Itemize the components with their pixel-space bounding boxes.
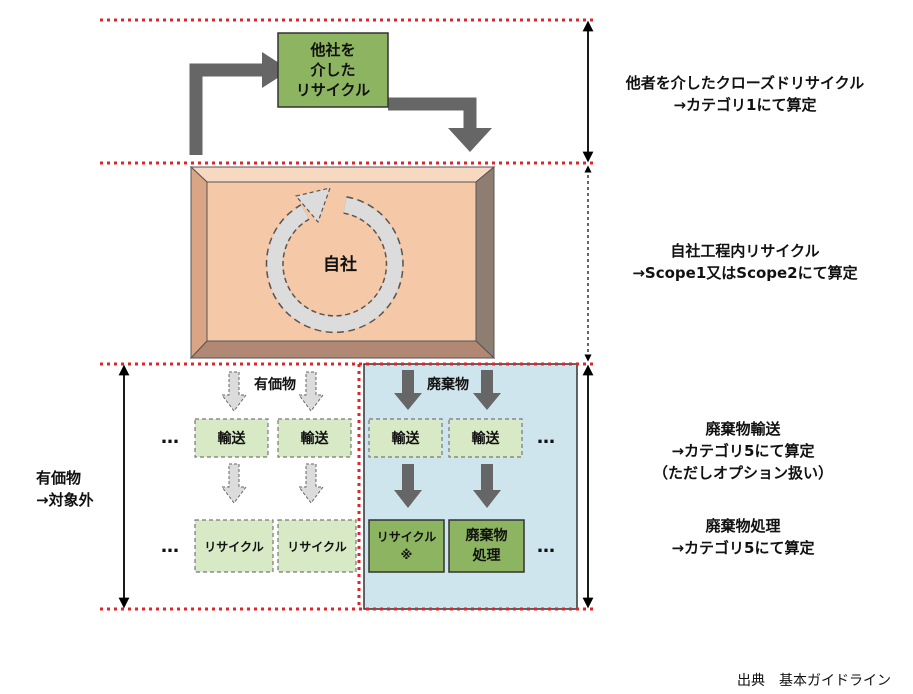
middle-side-line-1: 自社工程内リサイクル (670, 242, 820, 260)
recycle-label-valuables-1: リサイクル (204, 539, 264, 554)
waste-recycle-box (368, 519, 445, 573)
waste-recycle-line-2: ※ (400, 548, 413, 562)
top-box-line-2: 介した (310, 61, 356, 79)
valuables-header: 有価物 (254, 377, 296, 393)
recycle-box-valuables-1 (194, 519, 274, 573)
transport-label-valuables-2: 輸送 (300, 431, 329, 447)
transport-box-waste-2 (448, 418, 523, 458)
transport-side-line-2: →カテゴリ5にて算定 (671, 442, 815, 460)
recycle-box-valuables-2 (277, 519, 357, 573)
valuables-side-label: 有価物 →対象外 (36, 467, 116, 511)
top-side-label: 他者を介したクローズドリサイクル →カテゴリ1にて算定 (600, 72, 890, 116)
waste-disposal-label: 廃棄物 処理 (449, 520, 524, 572)
transport-label-waste-1: 輸送 (391, 431, 420, 447)
waste-recycle-label: リサイクル ※ (369, 520, 444, 572)
ellipsis-left-transport: … (161, 426, 179, 448)
dark-down-arrows (394, 370, 501, 508)
middle-side-line-2: →Scope1又はScope2にて算定 (632, 264, 858, 282)
transport-side-line-1: 廃棄物輸送 (705, 420, 781, 438)
waste-disposal-line-1: 廃棄物 (465, 528, 508, 544)
transport-side-label: 廃棄物輸送 →カテゴリ5にて算定 （ただしオプション扱い） (608, 418, 878, 484)
valuables-side-line-1: 有価物 (36, 469, 82, 487)
transport-box-waste-1 (368, 418, 443, 458)
company-box (189, 165, 496, 360)
recycle-label-valuables-2: リサイクル (287, 539, 347, 554)
waste-recycle-line-1: リサイクル (376, 530, 437, 544)
ellipsis-left-recycle: … (161, 535, 179, 557)
waste-disposal-box (448, 519, 525, 573)
ellipsis-right-disposal: … (537, 535, 555, 557)
middle-side-label: 自社工程内リサイクル →Scope1又はScope2にて算定 (600, 240, 890, 284)
transport-box-valuables-2 (277, 418, 352, 458)
transport-side-line-3: （ただしオプション扱い） (652, 464, 833, 482)
valuables-side-line-2: →対象外 (36, 491, 94, 509)
company-label: 自社 (323, 254, 357, 275)
light-down-arrows (221, 371, 324, 504)
waste-header: 廃棄物 (427, 377, 469, 393)
transport-label-waste-2: 輸送 (471, 431, 500, 447)
disposal-side-line-1: 廃棄物処理 (705, 517, 781, 535)
top-box-line-3: リサイクル (295, 81, 371, 99)
disposal-side-label: 廃棄物処理 →カテゴリ5にて算定 (608, 515, 878, 559)
other-company-recycle-label: 他社を 介した リサイクル (278, 33, 388, 107)
outer-recycle-arrow (189, 52, 492, 155)
other-company-recycle-box (277, 32, 389, 108)
transport-label-valuables-1: 輸送 (217, 431, 246, 447)
top-side-line-2: →カテゴリ1にて算定 (673, 96, 817, 114)
top-box-line-1: 他社を (310, 41, 356, 59)
source-citation: 出典 基本ガイドライン (737, 673, 891, 689)
top-side-line-1: 他者を介したクローズドリサイクル (625, 74, 865, 92)
ellipsis-right-transport: … (537, 426, 555, 448)
transport-box-valuables-1 (194, 418, 269, 458)
disposal-side-line-2: →カテゴリ5にて算定 (671, 539, 815, 557)
internal-recycle-arrow (265, 187, 404, 334)
waste-disposal-line-2: 処理 (472, 548, 501, 564)
